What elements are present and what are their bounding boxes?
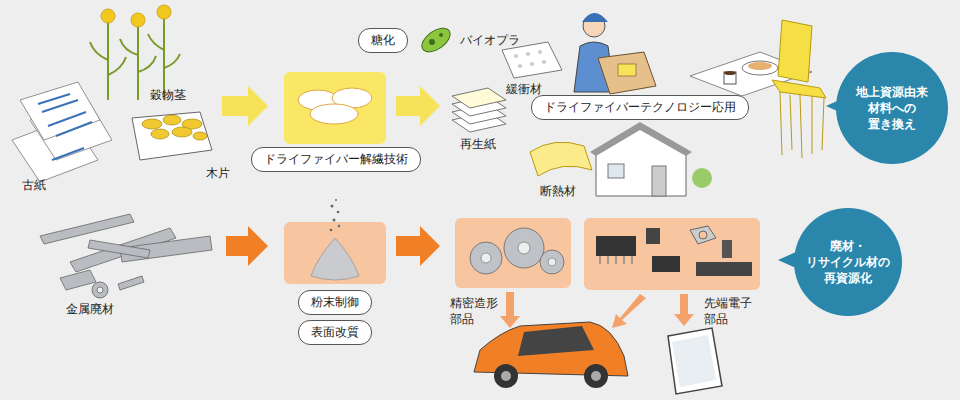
part-label: 再生紙 <box>460 137 496 153</box>
insulation <box>530 142 592 176</box>
label-pill: ドライファイバーテクノロジー応用 <box>531 95 749 120</box>
node-text: 糖化 <box>371 33 395 47</box>
label-pill: ドライファイバー解繊技術 <box>251 147 421 172</box>
node-text: 粉末制御 <box>311 295 359 309</box>
chairs <box>772 20 826 158</box>
powder-box <box>284 199 386 284</box>
old-paper <box>12 82 112 182</box>
flow-arrow <box>500 292 694 328</box>
callout-circle: 廃材・ リサイクル材の 再資源化 <box>794 208 902 316</box>
part-label: 金属廃材 <box>66 302 114 318</box>
part-label: 断熱材 <box>540 184 576 200</box>
car <box>474 322 628 388</box>
part-label: 木片 <box>206 166 230 182</box>
label-pill: 表面改質 <box>298 320 372 345</box>
node-text: ドライファイバーテクノロジー応用 <box>544 100 736 114</box>
electronic-parts-box <box>584 218 760 290</box>
grain-stalks <box>90 5 180 100</box>
metal-scrap <box>40 214 212 298</box>
part-label: 先端電子 部品 <box>704 296 756 327</box>
part-label: 緩衝材 <box>506 82 542 98</box>
flow-arrow <box>222 86 440 126</box>
node-text: 地上資源由来 材料への 置き換え <box>849 84 935 133</box>
node-text: 廃材・ リサイクル材の 再資源化 <box>805 238 891 287</box>
part-label: 穀物茎 <box>150 88 186 104</box>
part-label: 精密造形 部品 <box>450 296 502 327</box>
bacterium <box>418 23 455 56</box>
cushioning <box>502 42 562 78</box>
label-pill: 糖化 <box>358 28 408 53</box>
node-text: ドライファイバー解繊技術 <box>264 152 408 166</box>
delivery-person <box>574 13 656 94</box>
callout-circle: 地上資源由来 材料への 置き換え <box>836 52 948 164</box>
house <box>590 122 712 196</box>
part-label: バイオプラ <box>460 33 520 49</box>
label-pill: 粉末制御 <box>298 290 372 315</box>
dry-fiber-box <box>284 72 386 144</box>
part-label: 古紙 <box>22 178 46 194</box>
wood-chips <box>132 112 212 160</box>
gear-parts-box <box>455 218 571 288</box>
tablet <box>668 328 722 394</box>
recycled-paper <box>452 88 506 132</box>
node-text: 表面改質 <box>311 325 359 339</box>
